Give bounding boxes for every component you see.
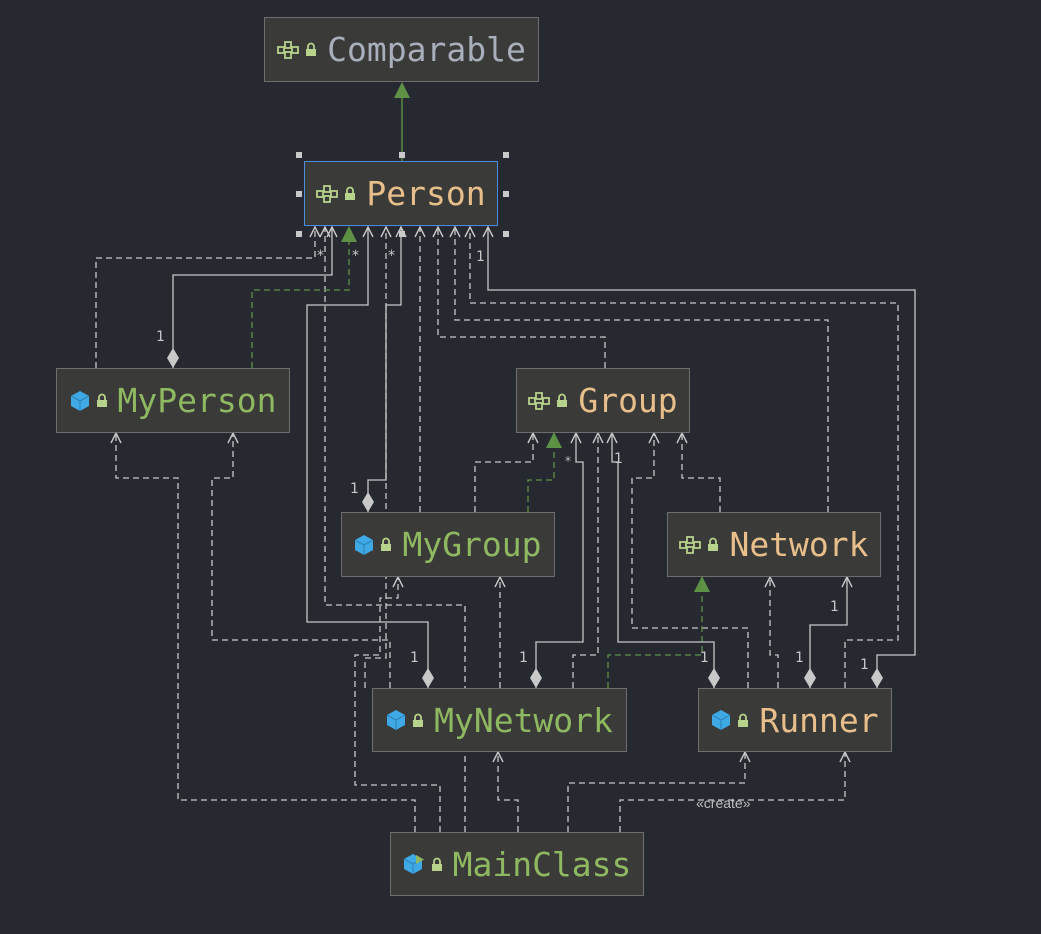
runnable-class-icon	[403, 854, 424, 874]
create-stereotype-label: «create»	[696, 795, 751, 811]
selection-handle[interactable]	[503, 231, 509, 237]
selection-handle[interactable]	[503, 191, 509, 197]
multiplicity-label: 1	[156, 329, 165, 345]
multiplicity-label: *	[565, 454, 571, 468]
node-runner[interactable]: Runner	[698, 688, 892, 752]
node-name: Group	[578, 381, 678, 420]
selection-handle[interactable]	[296, 231, 302, 237]
node-name: Runner	[759, 700, 879, 740]
agg-mynetwork-person	[306, 227, 428, 688]
lock-icon	[381, 537, 392, 551]
interface-icon	[528, 391, 551, 410]
agg-mygroup-person	[368, 227, 401, 512]
node-name: Person	[366, 174, 486, 213]
dep-mainclass-myperson	[116, 433, 416, 832]
class-icon	[355, 534, 374, 555]
realize-myperson-person	[251, 226, 357, 368]
lock-icon	[96, 393, 107, 407]
node-name: Network	[729, 525, 869, 564]
multiplicity-label: 1	[830, 599, 839, 615]
node-name: MyGroup	[402, 525, 542, 564]
multiplicity-label: 1	[476, 249, 485, 265]
multiplicity-label: 1	[700, 650, 709, 666]
dep-runner-person	[470, 227, 899, 688]
realize-mygroup-group	[527, 432, 562, 512]
node-person[interactable]: Person	[304, 161, 498, 226]
agg-myperson-person	[173, 227, 332, 368]
node-name: MainClass	[452, 844, 632, 884]
lock-icon	[557, 393, 568, 407]
lock-icon	[738, 713, 749, 727]
class-icon	[70, 390, 89, 411]
dep-create-mainclass-runner	[567, 752, 745, 832]
multiplicity-label: 1	[350, 481, 359, 497]
dep-mainclass-mynetwork	[498, 752, 519, 832]
lock-icon	[306, 42, 317, 56]
dep-mynetwork-group	[572, 433, 598, 688]
multiplicity-label: 1	[614, 451, 623, 467]
multiplicity-label: *	[317, 248, 324, 264]
selection-handle[interactable]	[399, 152, 405, 158]
interface-icon	[277, 40, 300, 59]
lock-icon	[431, 857, 442, 871]
dep-myperson-person	[95, 227, 315, 368]
agg-runner-person	[488, 227, 916, 688]
node-network[interactable]: Network	[667, 512, 881, 577]
dep-mainclass-runner	[619, 752, 845, 832]
class-icon	[712, 710, 731, 730]
lock-icon	[708, 537, 719, 551]
multiplicity-label: *	[352, 248, 359, 264]
node-name: MyPerson	[117, 381, 277, 420]
node-name: Comparable	[327, 30, 526, 69]
multiplicity-label: 1	[795, 650, 804, 666]
realize-mynetwork-network	[607, 576, 710, 688]
dep-network-group	[682, 433, 721, 512]
dep-runner-network	[770, 577, 779, 688]
selection-handle[interactable]	[399, 231, 405, 237]
lock-icon	[345, 186, 356, 200]
node-my-network[interactable]: MyNetwork	[372, 688, 627, 752]
node-comparable[interactable]: Comparable	[264, 17, 539, 82]
interface-icon	[679, 535, 702, 554]
selection-handle[interactable]	[296, 191, 302, 197]
agg-runner-network	[810, 577, 847, 688]
dep-mygroup-group	[474, 433, 533, 512]
multiplicity-label: 1	[519, 650, 528, 666]
node-group[interactable]: Group	[516, 368, 690, 433]
multiplicity-label: 1	[860, 657, 869, 673]
multiplicity-label: 1	[410, 650, 419, 666]
node-my-person[interactable]: MyPerson	[56, 368, 290, 433]
selection-handle[interactable]	[503, 152, 509, 158]
node-name: MyNetwork	[434, 700, 613, 740]
interface-icon	[316, 184, 339, 203]
node-main-class[interactable]: MainClass	[390, 832, 644, 896]
lock-icon	[413, 713, 424, 727]
class-icon	[386, 710, 406, 730]
multiplicity-label: *	[388, 248, 395, 264]
selection-handle[interactable]	[296, 152, 302, 158]
node-my-group[interactable]: MyGroup	[341, 512, 555, 577]
dep-group-person	[438, 227, 606, 368]
